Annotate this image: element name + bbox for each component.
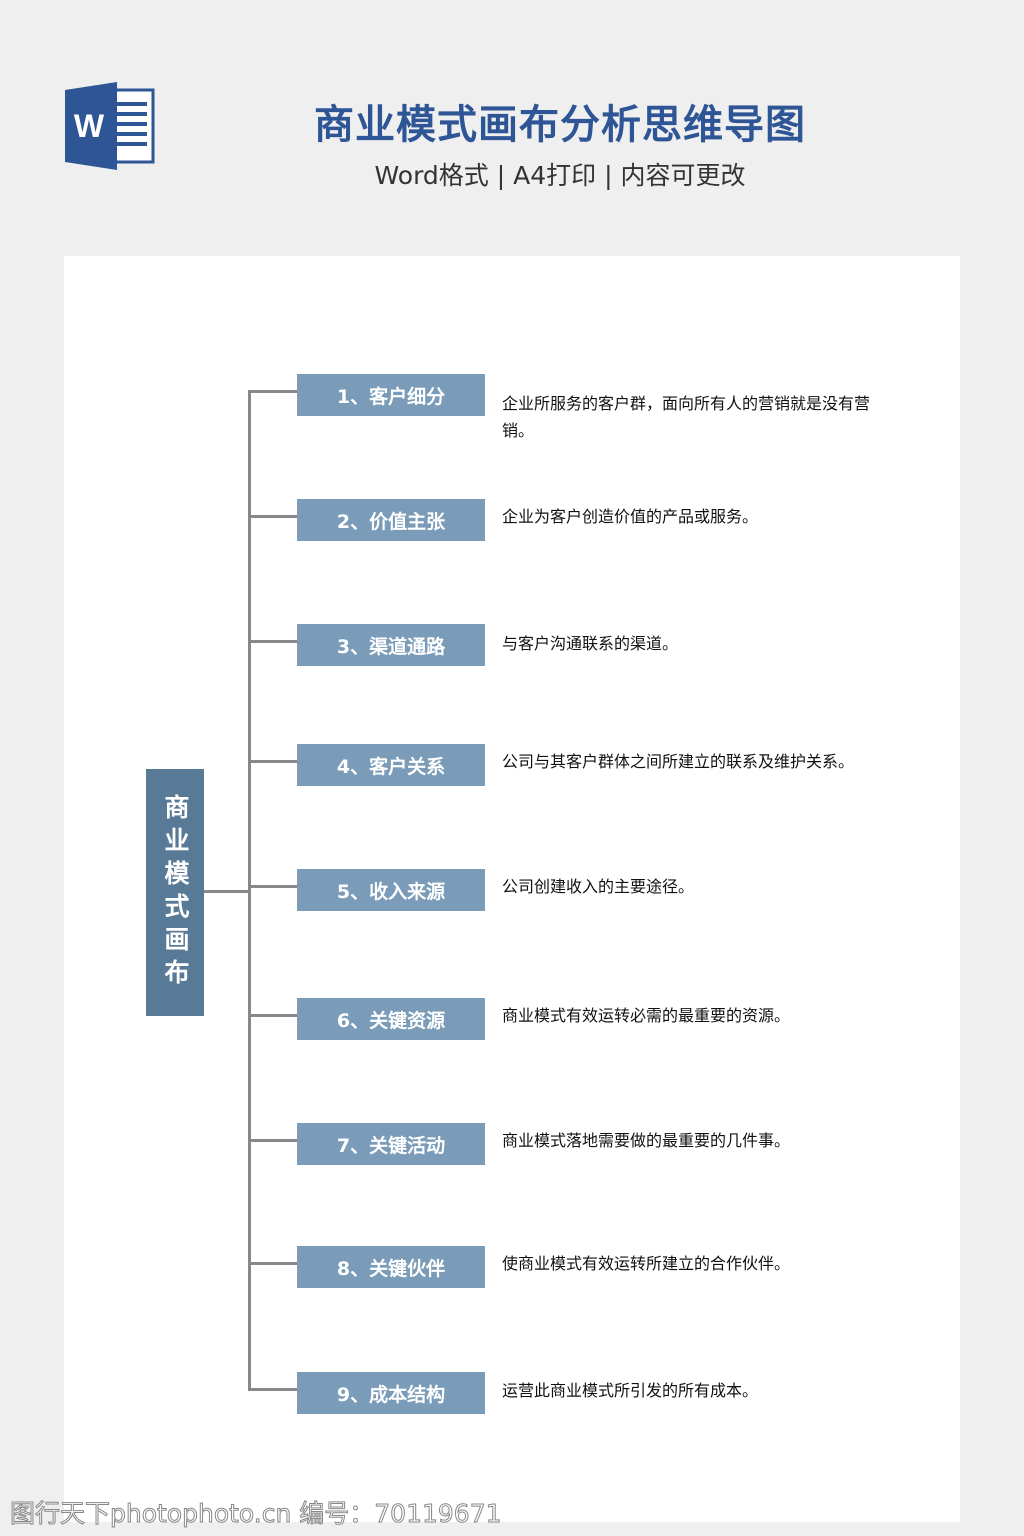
branch-node: 4、客户关系	[297, 744, 485, 786]
connector-branch	[249, 760, 297, 763]
branch-description: 商业模式落地需要做的最重要的几件事。	[502, 1131, 791, 1150]
branch-description: 使商业模式有效运转所建立的合作伙伴。	[502, 1254, 791, 1273]
connector-root	[204, 890, 249, 893]
page-subtitle: Word格式 | A4打印 | 内容可更改	[374, 161, 746, 190]
branch-description: 商业模式有效运转必需的最重要的资源。	[502, 1006, 791, 1025]
branch-description: 运营此商业模式所引发的所有成本。	[502, 1381, 759, 1400]
branch-node: 6、关键资源	[297, 998, 485, 1040]
word-document-icon: W	[65, 82, 155, 170]
connector-branch	[249, 515, 297, 518]
connector-branch	[249, 1014, 297, 1017]
connector-trunk	[248, 390, 251, 1391]
root-node: 商业模式画布	[146, 769, 204, 1016]
svg-text:W: W	[74, 108, 105, 144]
connector-branch	[249, 640, 297, 643]
branch-node: 7、关键活动	[297, 1123, 485, 1165]
connector-branch	[249, 1139, 297, 1142]
branch-node: 3、渠道通路	[297, 624, 485, 666]
branch-node: 9、成本结构	[297, 1372, 485, 1414]
branch-description: 与客户沟通联系的渠道。	[502, 634, 679, 653]
connector-branch	[249, 1262, 297, 1265]
branch-description: 企业所服务的客户群，面向所有人的营销就是没有营销。	[502, 394, 871, 440]
document-page	[64, 256, 960, 1522]
connector-branch	[249, 1388, 297, 1391]
connector-branch	[249, 390, 297, 393]
branch-node: 8、关键伙伴	[297, 1246, 485, 1288]
page-title: 商业模式画布分析思维导图	[314, 102, 806, 148]
connector-branch	[249, 885, 297, 888]
branch-node: 1、客户细分	[297, 374, 485, 416]
branch-description: 公司创建收入的主要途径。	[502, 877, 695, 896]
branch-node: 2、价值主张	[297, 499, 485, 541]
branch-node: 5、收入来源	[297, 869, 485, 911]
branch-description: 公司与其客户群体之间所建立的联系及维护关系。	[502, 752, 855, 771]
watermark: 图行天下photophoto.cn 编号：70119671	[10, 1499, 503, 1529]
branch-description: 企业为客户创造价值的产品或服务。	[502, 507, 759, 526]
